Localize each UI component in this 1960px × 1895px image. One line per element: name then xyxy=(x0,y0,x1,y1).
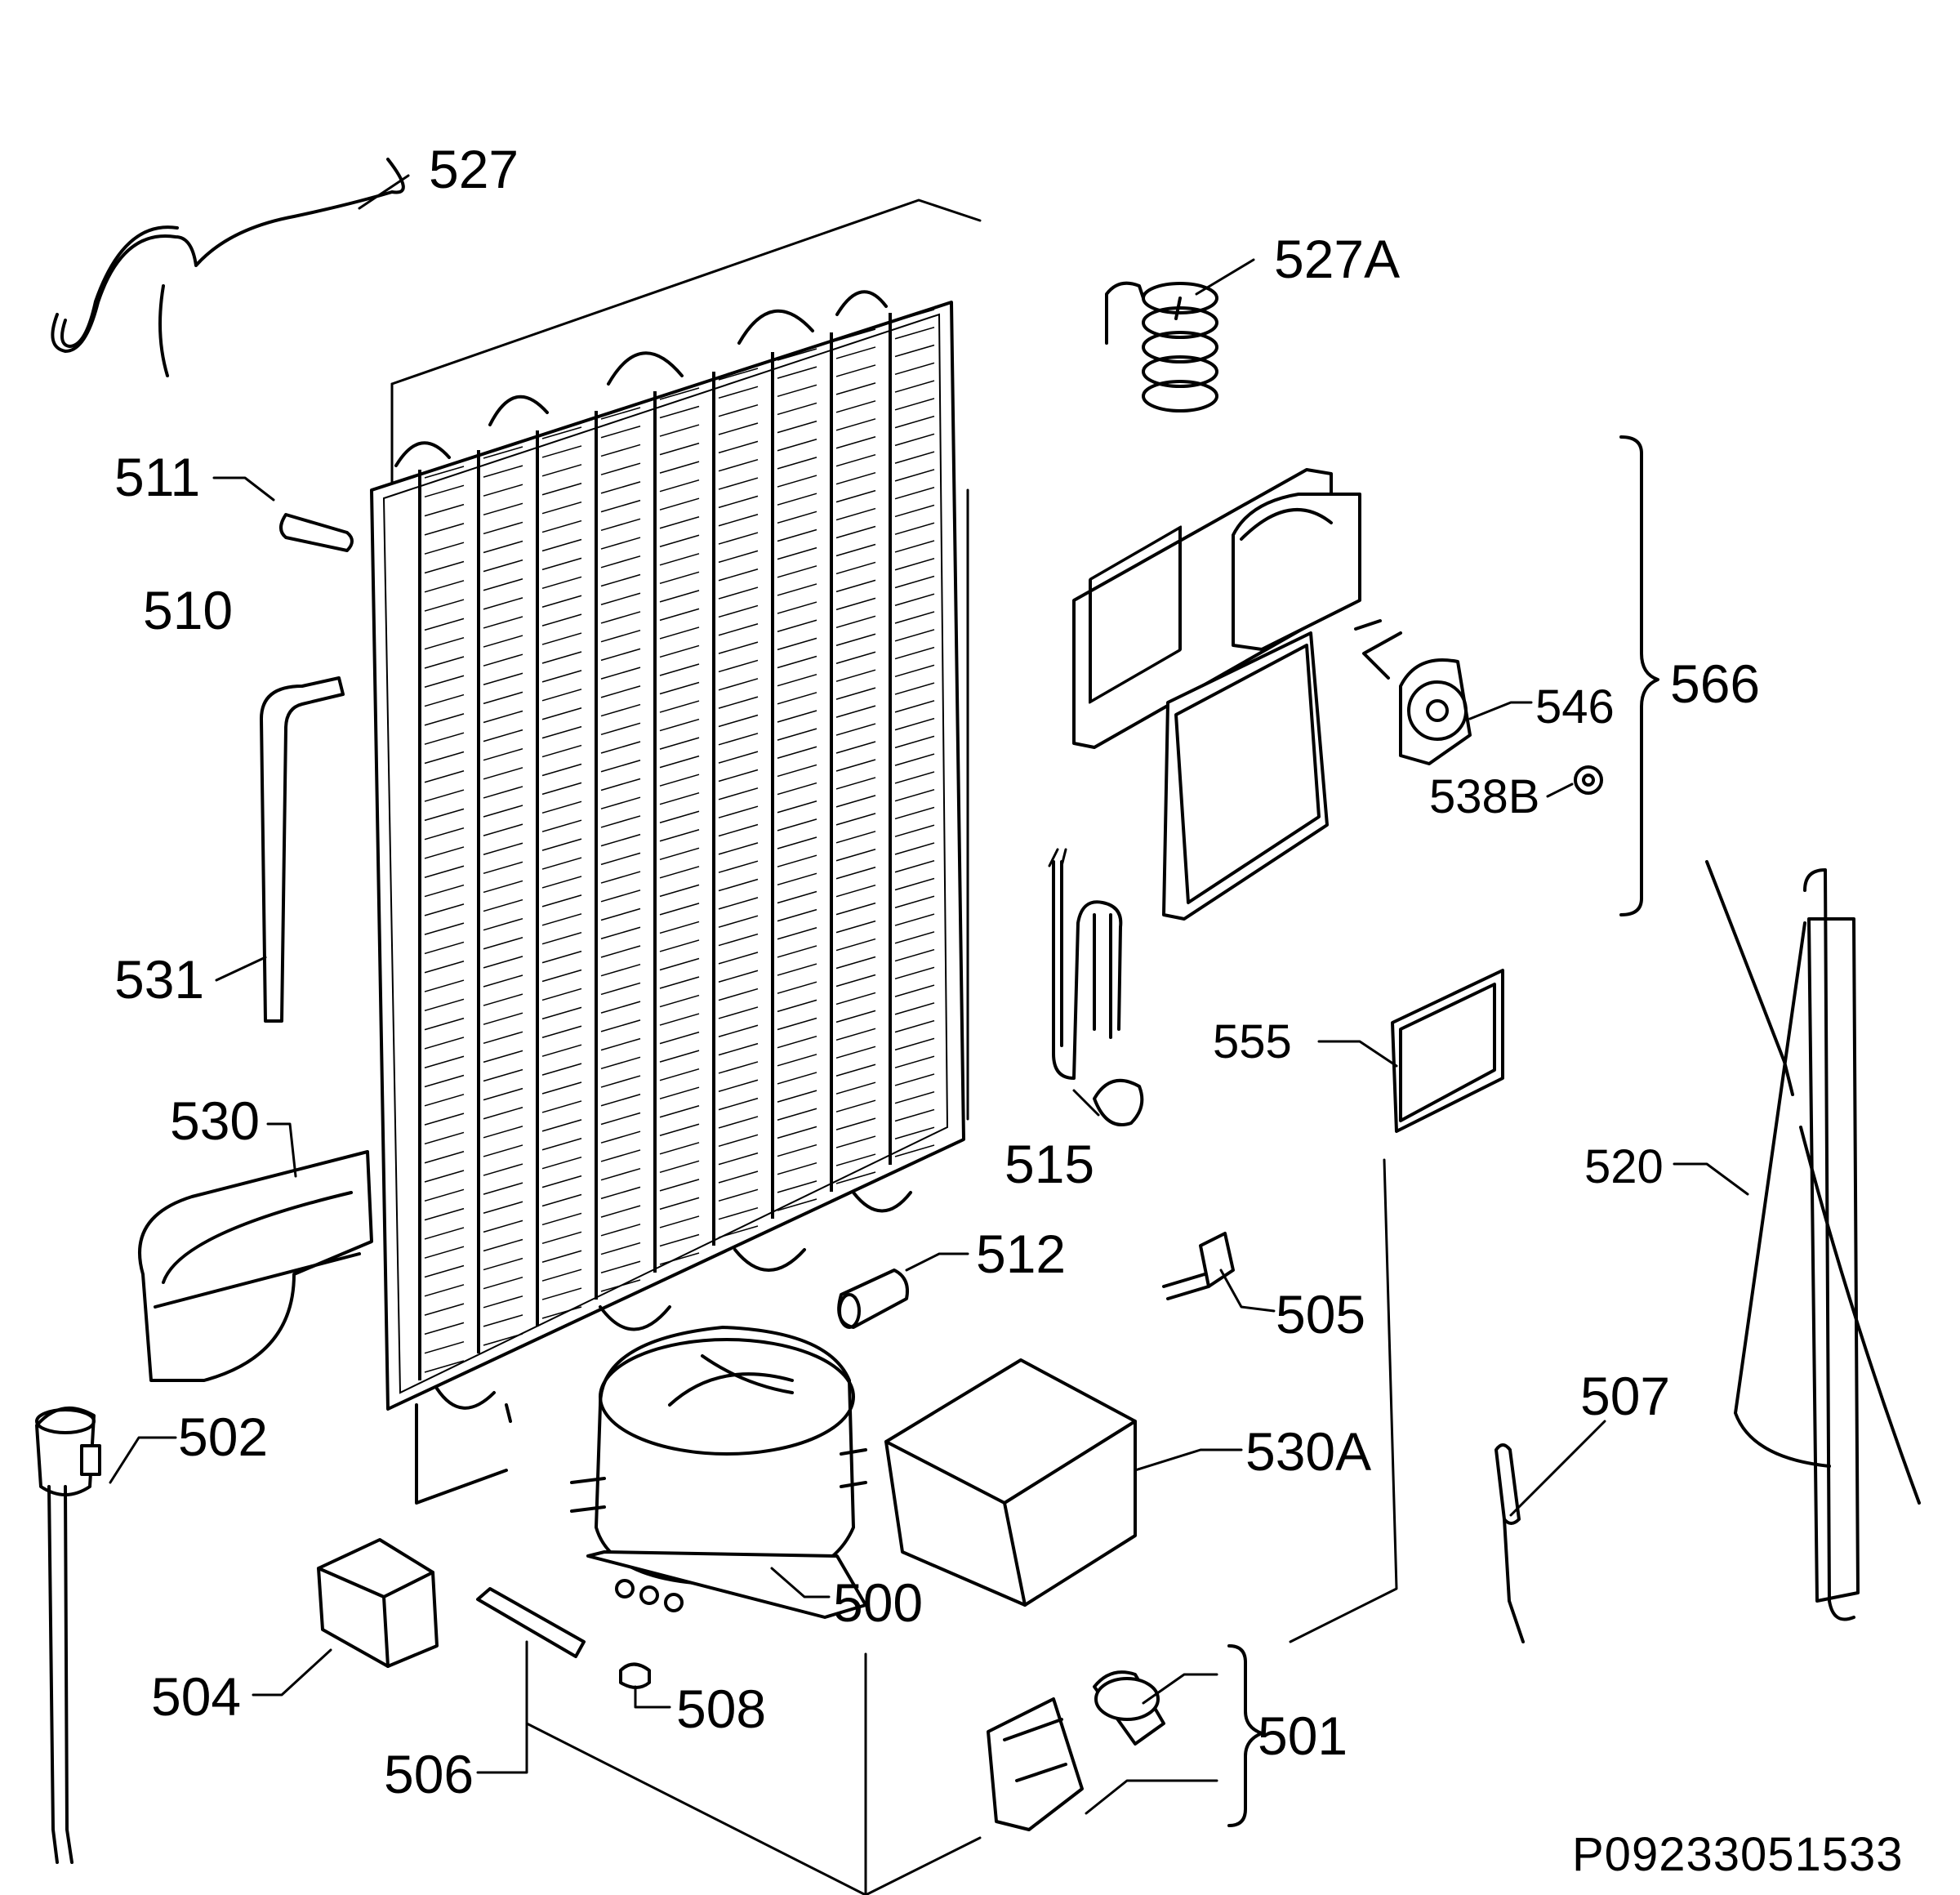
label-508: 508 xyxy=(676,1679,766,1739)
label-546: 546 xyxy=(1535,680,1615,733)
nut-part-538b xyxy=(1546,765,1603,798)
plate-part-506 xyxy=(476,1587,586,1774)
bracket-566 xyxy=(1619,435,1659,916)
label-566: 566 xyxy=(1670,653,1760,714)
label-527a: 527A xyxy=(1274,229,1400,289)
tube-part-527 xyxy=(51,158,410,377)
label-504: 504 xyxy=(151,1666,241,1727)
condenser-fins xyxy=(418,309,935,1380)
relay-part-502 xyxy=(35,1406,177,1864)
label-506: 506 xyxy=(384,1744,474,1804)
fan-motor-part-546 xyxy=(1354,619,1533,765)
label-531: 531 xyxy=(114,949,204,1010)
bracket-part-505 xyxy=(1162,1232,1276,1313)
label-530a: 530A xyxy=(1245,1421,1371,1482)
label-512: 512 xyxy=(976,1224,1066,1284)
heater-part-515 xyxy=(1048,848,1144,1126)
condenser-part-510 xyxy=(370,290,965,1505)
relay-protector-part-501 xyxy=(987,1644,1263,1831)
grommet-part-508 xyxy=(619,1662,671,1709)
coil-part-527a xyxy=(1105,258,1255,412)
part-511 xyxy=(212,476,354,552)
evaporator-part-520 xyxy=(1673,860,1921,1621)
sleeve-part-512 xyxy=(837,1252,969,1329)
label-501: 501 xyxy=(1258,1706,1348,1766)
label-538b: 538B xyxy=(1429,770,1539,823)
fan-assembly-part-566 xyxy=(1072,468,1361,921)
label-505: 505 xyxy=(1276,1284,1365,1344)
part-labels: 527 527A 511 510 566 546 538B 531 555 53… xyxy=(114,139,1904,1881)
tray-part-530 xyxy=(138,1122,373,1382)
label-511: 511 xyxy=(114,447,200,507)
label-530: 530 xyxy=(170,1090,260,1151)
label-507: 507 xyxy=(1580,1366,1670,1426)
compressor-part-500 xyxy=(570,1326,867,1619)
label-502: 502 xyxy=(178,1407,268,1467)
label-527: 527 xyxy=(429,139,519,199)
box-part-530a xyxy=(884,1358,1243,1607)
cover-part-504 xyxy=(252,1538,439,1697)
hose-part-531 xyxy=(215,676,345,1023)
label-515: 515 xyxy=(1004,1134,1094,1194)
filter-part-555 xyxy=(1317,969,1504,1133)
label-555: 555 xyxy=(1213,1015,1292,1068)
label-520: 520 xyxy=(1584,1140,1664,1193)
drier-part-507 xyxy=(1494,1420,1606,1643)
label-500: 500 xyxy=(833,1572,923,1633)
label-510: 510 xyxy=(143,580,233,640)
reference-code: P09233051533 xyxy=(1572,1828,1904,1881)
